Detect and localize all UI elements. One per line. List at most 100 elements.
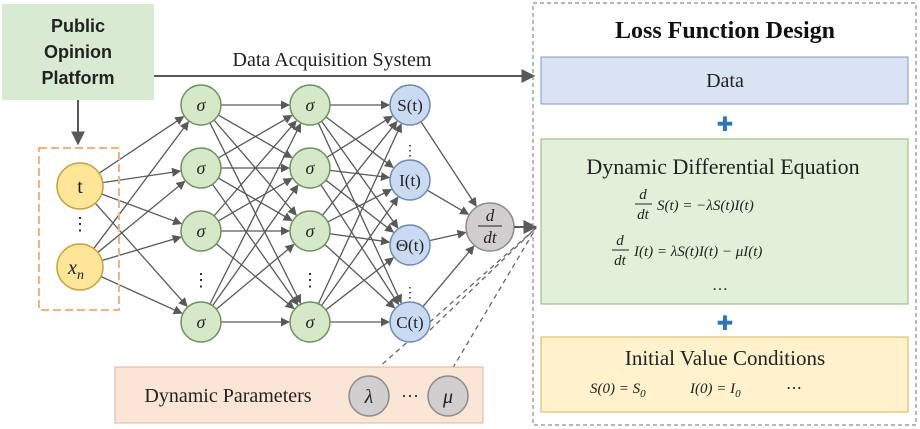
- plus-icon-2: ✚: [717, 313, 734, 335]
- derivative-node: d dt: [465, 202, 515, 252]
- connection-line: [329, 169, 391, 182]
- platform-line-1: Public: [51, 16, 105, 36]
- equation-2: I(t) = λS(t)I(t) − μI(t): [633, 244, 762, 260]
- initial-value-title: Initial Value Conditions: [625, 346, 825, 370]
- sigma-label: σ: [306, 95, 316, 115]
- output-node-i: [389, 159, 431, 201]
- output-dots-upper: ⋮: [403, 144, 417, 159]
- connection-line: [100, 275, 183, 315]
- hidden-node-l2-4: [289, 301, 331, 343]
- connection-line: [321, 120, 398, 216]
- connection-line: [327, 188, 393, 223]
- ivc-dots: ⋯: [786, 380, 802, 397]
- mu-node: [427, 375, 469, 417]
- connection-line: [209, 122, 302, 305]
- output-node-s-label: S(t): [397, 96, 423, 115]
- hidden-node-l2-2: [289, 147, 331, 189]
- connection-line: [101, 193, 183, 226]
- eq2-frac-den: dt: [614, 253, 627, 269]
- connection-line: [98, 116, 185, 174]
- derivative-denominator: dt: [483, 228, 498, 247]
- connection-line: [217, 114, 293, 159]
- data-term-box: [540, 56, 909, 105]
- eq2-frac-num: d: [616, 233, 624, 249]
- network-nodes: σ σ σ σ ⋮ σ σ σ σ ⋮ S(t) I(t) Θ(t) C(t) ⋮ ⋮: [180, 84, 431, 343]
- eq1-frac-num: d: [639, 187, 647, 203]
- hidden-layer-2-dots: ⋮: [301, 270, 319, 290]
- output-to-derivative-line: [426, 189, 470, 215]
- lambda-label: λ: [364, 386, 374, 408]
- mu-dashed-link: [447, 227, 537, 377]
- loss-title: Loss Function Design: [615, 18, 835, 44]
- network-connections: [93, 100, 537, 377]
- connection-line: [326, 115, 394, 158]
- connection-line: [320, 184, 400, 306]
- output-dashed-link: [429, 227, 537, 331]
- data-term-label: Data: [706, 70, 744, 92]
- plus-icon-1: ✚: [717, 114, 734, 136]
- hidden-node-l1-4: [180, 301, 222, 343]
- connection-line: [329, 233, 391, 246]
- sigma-label: σ: [197, 158, 207, 178]
- input-layer-frame: [38, 147, 120, 311]
- output-node-s: [389, 84, 431, 126]
- output-node-c-label: C(t): [396, 313, 423, 332]
- initial-value-box: [540, 336, 909, 413]
- output-to-derivative-line: [429, 229, 467, 242]
- parameter-ellipsis: ···: [401, 386, 419, 406]
- differential-equation-box: [540, 138, 909, 305]
- connection-line: [215, 243, 295, 310]
- connection-line: [97, 180, 186, 253]
- hidden-node-l1-1: [180, 84, 222, 126]
- output-dots-lower: ⋮: [403, 286, 417, 301]
- equation-dots: …: [712, 277, 728, 294]
- ivc-s: S(0) = S0: [590, 381, 646, 400]
- loss-function-panel: Loss Function Design Data ✚ Dynamic Diff…: [532, 2, 917, 426]
- eq1-frac-den: dt: [637, 207, 650, 223]
- lambda-dashed-link: [368, 227, 537, 377]
- input-t-label: t: [77, 176, 83, 198]
- connection-line: [93, 121, 189, 249]
- connection-line: [212, 184, 299, 307]
- dynamic-parameters-label: Dynamic Parameters: [144, 385, 311, 407]
- connection-line: [102, 167, 182, 184]
- sigma-label: σ: [197, 221, 207, 241]
- hidden-node-l2-3: [289, 210, 331, 252]
- derivative-numerator: d: [486, 206, 495, 225]
- connection-line: [217, 177, 293, 222]
- equation-1: S(t) = −λS(t)I(t): [657, 198, 754, 214]
- hidden-node-l1-2: [180, 147, 222, 189]
- connection-line: [317, 123, 402, 305]
- mu-label: μ: [442, 386, 453, 408]
- output-node-i-label: I(t): [399, 171, 421, 190]
- sigma-label: σ: [306, 158, 316, 178]
- hidden-layer-1-dots: ⋮: [192, 270, 210, 290]
- input-node-xn: xn: [56, 243, 104, 291]
- hidden-node-l1-3: [180, 210, 222, 252]
- dynamic-parameters-box: Dynamic Parameters λ ··· μ: [114, 366, 484, 424]
- hidden-node-l2-1: [289, 84, 331, 126]
- connection-line: [213, 120, 297, 217]
- connection-line: [325, 116, 394, 168]
- output-to-derivative-line: [420, 121, 477, 207]
- connection-line: [325, 257, 395, 311]
- platform-line-3: Platform: [41, 68, 114, 88]
- input-x-label: xn: [67, 257, 84, 283]
- output-node-theta: [389, 224, 431, 266]
- connection-line: [324, 243, 396, 309]
- sigma-label: σ: [306, 221, 316, 241]
- sigma-label: σ: [197, 95, 207, 115]
- connection-line: [94, 202, 188, 307]
- ivc-i: I(0) = I0: [689, 381, 741, 400]
- connection-line: [320, 196, 399, 307]
- output-node-c: [389, 301, 431, 343]
- differential-equation-title: Dynamic Differential Equation: [586, 154, 859, 179]
- sigma-label: σ: [197, 312, 207, 332]
- input-node-t: t: [56, 162, 104, 210]
- acquisition-label: Data Acquisition System: [233, 49, 432, 71]
- output-node-theta-label: Θ(t): [396, 236, 424, 255]
- sigma-label: σ: [306, 312, 316, 332]
- connection-line: [101, 234, 182, 262]
- lambda-node: [348, 375, 390, 417]
